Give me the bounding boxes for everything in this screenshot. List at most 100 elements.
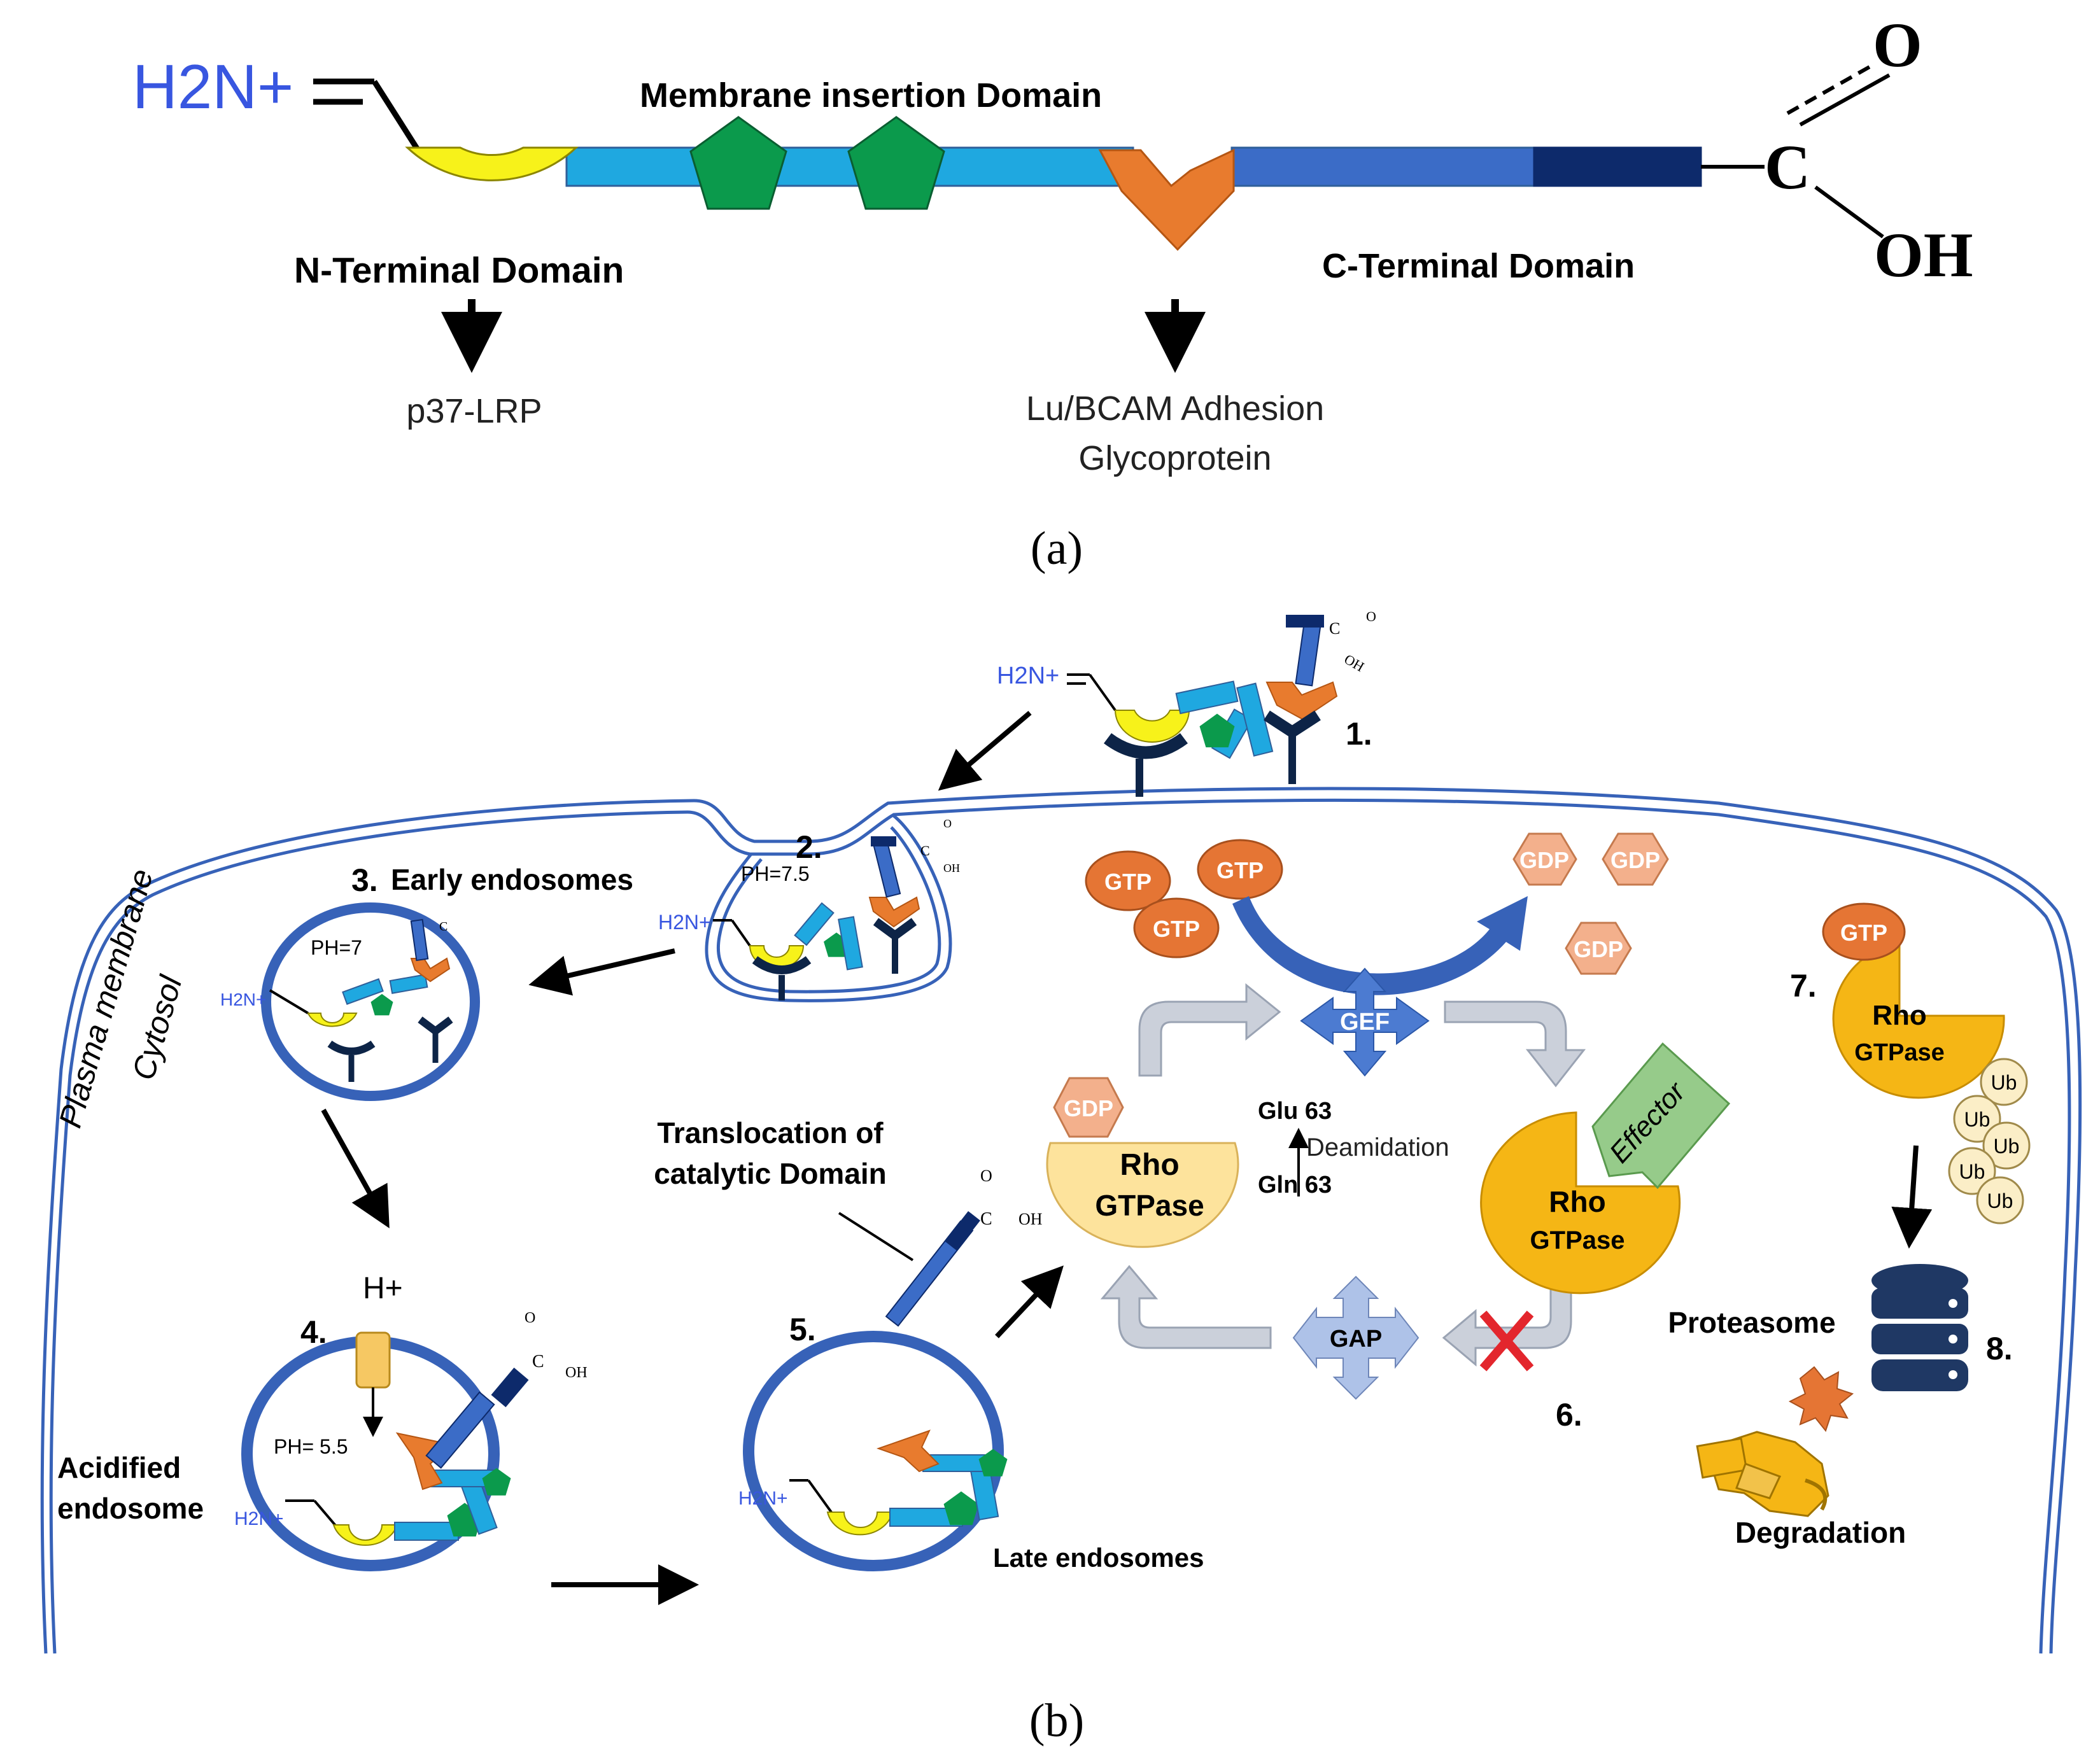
surface-bar-1 [1175,680,1239,715]
deamidation-label: Deamidation [1306,1133,1449,1161]
translocation-pointer [838,1212,914,1261]
nh2-acid: H2N+ [234,1508,284,1529]
early-endosome-lrp: PH=7 H2N+ C [220,918,453,1082]
panel-b: Plasma membrane Cytosol H2N+ C O OH 1. [40,608,2082,1747]
red-x-stroke-b [1479,1310,1534,1372]
step-3: 3. [351,862,378,898]
gdp-2 [1602,832,1669,886]
step-7: 7. [1790,968,1817,1004]
c-terminal-bar-mid [1230,146,1539,187]
ub-1 [1980,1058,2028,1106]
carbonyl-bond-dashed [1786,62,1877,115]
step-2: 2. [796,829,822,865]
pocket-carboxyl-oh: OH [943,862,960,874]
acid-cterm-top [491,1367,529,1408]
rho-effector-complex: Effector Rho GTPase [1480,1042,1731,1294]
gtp-3-label: GTP [1153,916,1200,942]
ub-4 [1948,1147,1996,1195]
p37-label: p37-LRP [406,392,542,430]
step-6: 6. [1556,1397,1582,1433]
pocket-bar-2 [838,916,863,971]
early-cterm [410,918,429,962]
rho-active [1480,1111,1681,1294]
hydroxyl-bond [1814,185,1884,239]
oxygen-atom: O [1873,10,1922,80]
acid-carboxyl-o: O [525,1310,535,1326]
pentagon-left [689,116,787,210]
degradation-burst [1788,1366,1854,1433]
gap-label: GAP [1330,1326,1382,1352]
lu-bcam-line2: Glycoprotein [1078,439,1271,477]
rho-inactive [1046,1142,1239,1248]
nh2-late-chain2 [807,1479,833,1513]
arrow-7-to-8 [1891,1145,1933,1249]
gln-63: Gln 63 [1258,1172,1332,1198]
membrane-domain-label: Membrane insertion Domain [640,76,1102,115]
invagination-pocket [705,814,952,1002]
ph-55: PH= 5.5 [274,1435,348,1458]
ub-5-label: Ub [1987,1189,2013,1212]
step-4: 4. [300,1314,327,1350]
surface-carboxyl-o: O [1366,608,1376,624]
blocked-gap-mark [1479,1310,1534,1372]
invagination-pocket-inner [717,826,941,993]
step-5: 5. [789,1312,816,1347]
rho-gdp-label: GDP [1064,1095,1113,1121]
arrow-1-to-2 [938,710,1032,791]
nh2-pocket-chain [731,919,751,947]
early-chevron [410,957,451,983]
nh2-surface: H2N+ [997,663,1059,689]
surface-carboxyl-c: C [1329,619,1340,638]
gtp-2 [1197,839,1283,900]
proteasome-disk-1 [1871,1288,1968,1319]
pocket-carboxyl-c: C [920,843,930,859]
acid-carboxyl-oh: OH [565,1365,588,1381]
proteasome-label: Proteasome [1668,1306,1835,1339]
pentagon-right [847,116,945,210]
ubiquitinated-rho: GTP Rho GTPase Ub Ub Ub Ub Ub [1822,902,2031,1224]
ub-3 [1982,1121,2031,1170]
degradation-fragment-3 [1735,1463,1782,1499]
panel-a: H2N+ Membrane insertion Domain N-Termina… [132,10,1973,575]
plasma-membrane-label: Plasma membrane [52,865,160,1132]
ub-5 [1976,1176,2024,1224]
gtp-2-label: GTP [1216,857,1264,883]
proton-pump [355,1331,391,1389]
gtp-1 [1085,850,1171,911]
surface-receptor-a [1104,733,1188,759]
lu-bcam-line1: Lu/BCAM Adhesion [1026,389,1324,428]
pocket-cterm [872,839,901,898]
gdp-1 [1512,832,1577,886]
cycle-arrow-top-left [1138,983,1281,1077]
ub-3-label: Ub [1994,1135,2020,1158]
arrow-3-to-4 [321,1109,390,1228]
translocated-domain-tip [945,1210,980,1251]
gef-label: GEF [1340,1009,1390,1035]
gef-node: GEF [1300,967,1430,1077]
laminin-binding-chevron [1098,148,1235,251]
proteasome-light-1 [1948,1299,1957,1308]
nh2-surface-chain [1089,673,1117,712]
rho-gdp-hex [1053,1077,1124,1138]
c-terminal-label: C-Terminal Domain [1322,247,1635,285]
early-cup [307,1013,358,1027]
translocated-carboxyl-oh: OH [1018,1210,1043,1228]
c-terminal-bar-dark [1533,146,1702,187]
degradation-fragment-2 [1696,1437,1748,1479]
acid-cterm-bar [425,1391,495,1469]
ph-75: PH=7.5 [741,862,810,885]
arrow-5-to-rho [995,1265,1064,1338]
cycle-arrow-bottom-right [1442,1278,1572,1367]
exchange-curve-arrow [1232,896,1528,995]
invagination-lrp: 2. PH=7.5 H2N+ C OH O [658,817,960,1000]
surface-cterm-bar [1295,622,1321,687]
early-carboxyl-c: C [439,920,447,934]
ub-2-label: Ub [1964,1108,1991,1131]
cycle-arrow-bottom-left [1100,1265,1272,1349]
effector-shape [1591,1042,1731,1189]
carbon-atom: C [1765,132,1810,202]
degradation-icon [1696,1366,1854,1517]
caption-b: (b) [1029,1695,1084,1747]
proteasome-light-3 [1948,1370,1957,1379]
early-endosomes-label: Early endosomes [391,863,633,896]
